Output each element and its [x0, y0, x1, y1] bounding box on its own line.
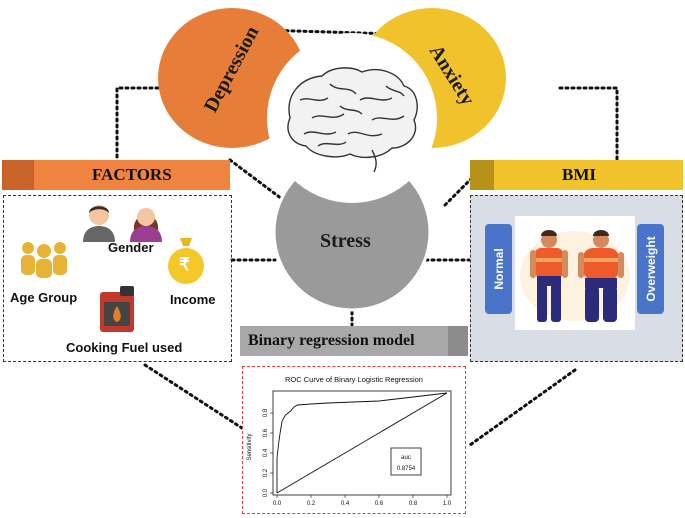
roc-plot-frame	[272, 390, 452, 496]
factor-income: Income	[170, 292, 216, 307]
normal-label: Normal	[491, 248, 506, 290]
brain-icon	[287, 67, 418, 173]
body-figures-illustration	[520, 230, 630, 322]
roc-chart-frame: ROC Curve of Binary Logistic Regression …	[242, 366, 466, 514]
male-avatar-icon	[83, 205, 115, 242]
income-icon: ₹	[166, 234, 206, 284]
normal-person-figure	[530, 230, 568, 322]
roc-chart: ROC Curve of Binary Logistic Regression …	[247, 375, 452, 507]
bmi-panel: Normal Overweight	[470, 195, 683, 362]
factors-panel: Age Group Gender ₹ Income Cooking Fuel u…	[3, 195, 232, 362]
overweight-label-box: Overweight	[637, 224, 664, 314]
normal-label-box: Normal	[485, 224, 512, 314]
female-avatar-icon	[130, 208, 162, 242]
fuel-can-icon	[100, 286, 134, 332]
bmi-header-bar: BMI	[470, 160, 683, 190]
roc-x-tick-label: 0.4	[341, 501, 350, 507]
roc-diagonal-reference	[276, 392, 448, 494]
bmi-header-accent	[470, 160, 494, 190]
roc-x-tick-label: 0.0	[273, 501, 282, 507]
factor-cooking-fuel: Cooking Fuel used	[66, 340, 183, 355]
model-bar-accent	[448, 326, 468, 356]
roc-y-tick-label: 0.0	[263, 488, 269, 497]
roc-legend-box	[390, 447, 422, 476]
bmi-header-title: BMI	[562, 165, 596, 184]
factors-header-bar: FACTORS	[2, 160, 230, 190]
roc-x-tick-label: 0.2	[307, 501, 316, 507]
roc-y-tick-label: 0.8	[263, 408, 269, 417]
roc-y-tick-label: 0.2	[263, 468, 269, 477]
roc-curve	[276, 392, 448, 493]
factor-age-group: Age Group	[10, 290, 78, 305]
bmi-figure-card	[515, 216, 635, 330]
roc-x-tick-label: 0.8	[409, 501, 418, 507]
age-group-icon	[21, 242, 67, 278]
roc-legend-title: auc	[401, 455, 411, 461]
roc-x-tick-label: 1.0	[443, 501, 452, 507]
factor-gender: Gender	[108, 240, 154, 255]
roc-y-tick-label: 0.6	[263, 428, 269, 437]
roc-y-tick-label: 0.4	[263, 448, 269, 457]
overweight-person-figure	[578, 230, 624, 322]
roc-legend-value: 0.8754	[397, 466, 416, 472]
roc-y-axis-label: Sensitivity	[247, 433, 253, 460]
model-label: Binary regression model	[248, 332, 415, 349]
overweight-label: Overweight	[643, 236, 658, 302]
roc-title: ROC Curve of Binary Logistic Regression	[285, 375, 423, 384]
stress-label: Stress	[320, 230, 371, 252]
model-bar: Binary regression model	[240, 326, 468, 356]
factors-header-title: FACTORS	[92, 165, 172, 184]
roc-x-tick-label: 0.6	[375, 501, 384, 507]
factors-header-accent	[2, 160, 34, 190]
rupee-symbol: ₹	[179, 255, 190, 274]
